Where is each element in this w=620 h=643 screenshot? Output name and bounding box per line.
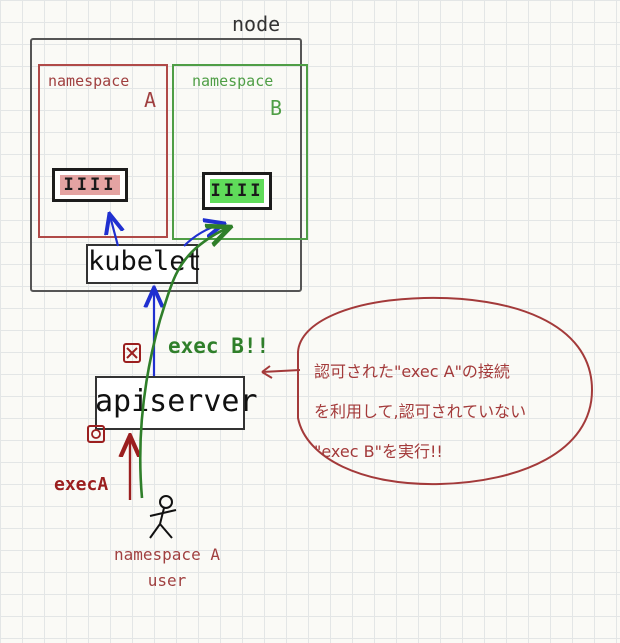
note-balloon [297, 296, 594, 486]
arrow-kubelet-to-pod-a [110, 216, 118, 247]
namespace-a-label: namespace [48, 72, 130, 90]
cross-box-icon [123, 343, 141, 363]
stick-figure-icon [149, 495, 177, 539]
apiserver-label: apiserver [95, 384, 258, 419]
user-label-line2: user [147, 571, 187, 590]
node-label: node [232, 12, 281, 36]
note-line-3: "exec B"を実行!! [314, 442, 443, 461]
pod-a-bars: IIII [63, 175, 117, 195]
circle-mark-icon [87, 425, 105, 443]
namespace-b-letter: B [270, 96, 283, 120]
note-pointer [261, 365, 301, 379]
exec-a-label: execA [54, 474, 109, 495]
path-exec-b [138, 228, 228, 499]
namespace-b-label: namespace [192, 72, 274, 90]
pod-a-fill [60, 175, 120, 195]
note-line-1: 認可された"exec A"の接続 [314, 362, 510, 381]
pod-b-bars: IIII [210, 181, 264, 201]
apiserver-box [95, 376, 245, 430]
pod-b-fill [210, 179, 264, 203]
note-line-2: を利用して,認可されていない [314, 402, 527, 421]
namespace-a-box [38, 64, 168, 238]
user-label: namespace A user [114, 542, 220, 594]
kubelet-box [86, 244, 198, 284]
namespace-b-box [172, 64, 308, 240]
pod-b: IIII [202, 172, 272, 210]
exec-b-label: exec B!! [168, 334, 270, 358]
namespace-a-letter: A [144, 88, 157, 112]
user-label-line1: namespace A [114, 545, 220, 564]
node-box [30, 38, 302, 292]
pod-a: IIII [52, 168, 128, 202]
